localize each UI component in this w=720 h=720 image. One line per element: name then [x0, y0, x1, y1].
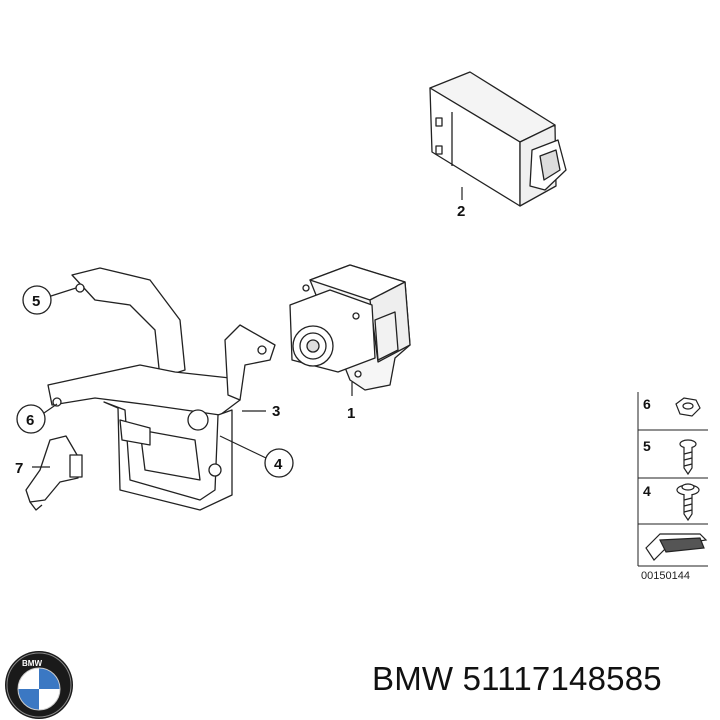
nut-icon	[675, 397, 701, 417]
callout-1: 1	[347, 405, 355, 422]
sensor-part	[25, 435, 83, 511]
direction-arrow-icon	[645, 533, 708, 561]
callout-5-marker: 5	[22, 285, 77, 315]
bracket-assembly	[47, 267, 276, 511]
callout-6-marker: 6	[16, 403, 58, 434]
flange-screw-icon	[676, 483, 700, 522]
callout-6: 6	[26, 412, 34, 429]
callout-4: 4	[274, 456, 283, 473]
drawing-number: 00150144	[641, 570, 690, 582]
legend-label-4: 4	[643, 483, 651, 499]
legend-label-6: 6	[643, 396, 651, 412]
screw-icon	[679, 439, 697, 476]
fastener-legend: 6 5 4 00150144	[637, 392, 708, 582]
part-number-title: BMW 51117148585	[372, 660, 662, 697]
callout-3: 3	[272, 403, 280, 420]
legend-label-5: 5	[643, 438, 651, 454]
callout-2: 2	[457, 203, 465, 220]
svg-text:BMW: BMW	[22, 659, 42, 668]
callout-5: 5	[32, 293, 40, 310]
callout-4-marker: 4	[219, 435, 294, 478]
unit-assembly	[289, 264, 411, 391]
bmw-logo: BMW	[5, 651, 73, 719]
control-module	[429, 71, 567, 207]
callout-7: 7	[15, 460, 23, 477]
